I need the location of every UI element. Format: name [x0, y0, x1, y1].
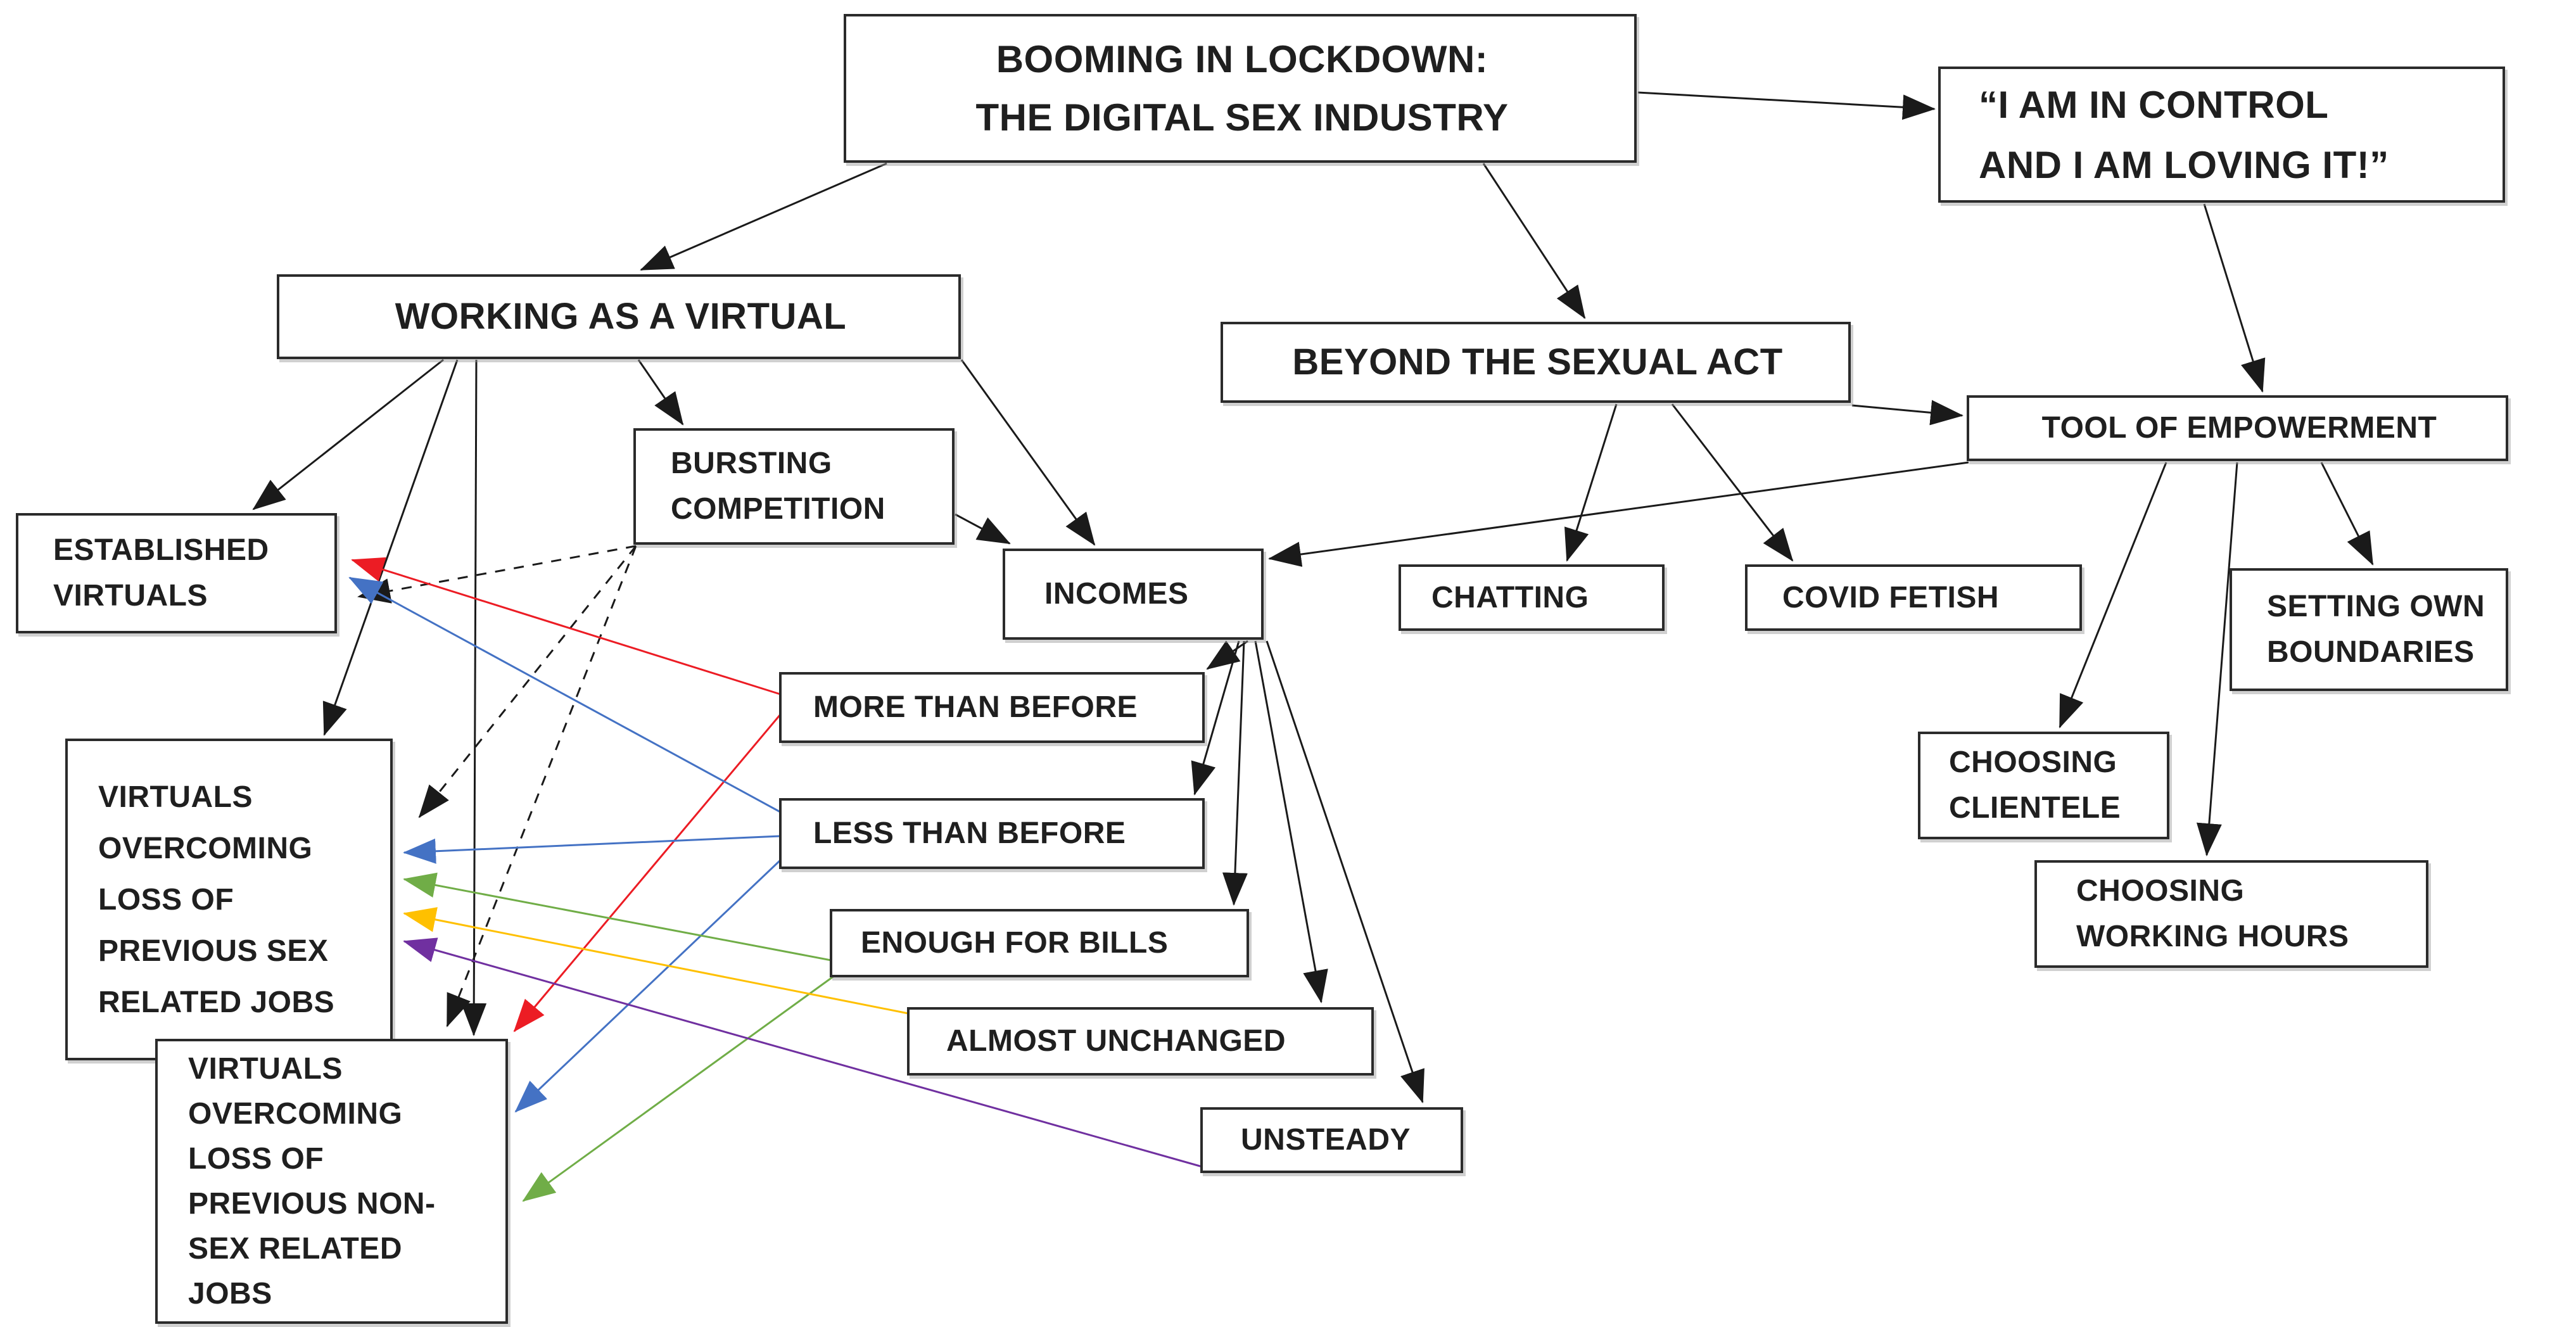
edge-bursting-to-nonsex	[446, 545, 637, 1027]
edge-bursting-to-incomes	[955, 513, 1011, 545]
node-nonsex-line-3: LOSS OF	[188, 1142, 324, 1176]
edge-bursting-to-established	[357, 545, 637, 604]
node-sexjobs-line-1: VIRTUALS	[98, 780, 253, 814]
node-nonsex-line-1: VIRTUALS	[188, 1052, 343, 1086]
node-nonsex-line-5: SEX RELATED	[188, 1232, 402, 1266]
node-nonsex-line-4: PREVIOUS NON-	[188, 1187, 436, 1221]
edge-working-to-established	[252, 359, 444, 511]
node-workhours-line-1: CHOOSING	[2076, 874, 2245, 908]
node-clientele: CHOOSING CLIENTELE	[1918, 732, 2169, 839]
node-tool: TOOL OF EMPOWERMENT	[1967, 395, 2508, 461]
edge-incomes-to-less	[1191, 640, 1240, 796]
node-beyond-line-1: BEYOND THE SEXUAL ACT	[1292, 341, 1783, 383]
node-setting: SETTING OWN BOUNDARIES	[2230, 568, 2508, 691]
node-bursting: BURSTING COMPETITION	[633, 428, 955, 545]
node-almost-line-1: ALMOST UNCHANGED	[946, 1024, 1286, 1058]
node-quote-line-2: AND I AM LOVING IT!”	[1979, 143, 2389, 186]
node-unsteady: UNSTEADY	[1200, 1107, 1463, 1173]
edge-title-to-quote	[1637, 91, 1936, 120]
node-bursting-line-1: BURSTING	[671, 447, 832, 480]
node-beyond: BEYOND THE SEXUAL ACT	[1221, 322, 1851, 403]
edge-more-to-nonsex	[513, 714, 782, 1032]
node-chatting: CHATTING	[1399, 564, 1665, 631]
node-covid-line-1: COVID FETISH	[1782, 580, 2000, 614]
node-title-line-1: BOOMING IN LOCKDOWN:	[996, 37, 1488, 80]
node-enough: ENOUGH FOR BILLS	[830, 909, 1249, 977]
edge-incomes-to-unsteady	[1266, 640, 1424, 1103]
node-nonsex-line-2: OVERCOMING	[188, 1097, 403, 1131]
edge-tool-to-workhours	[2196, 462, 2238, 856]
node-established-line-2: VIRTUALS	[53, 579, 208, 613]
node-chatting-line-1: CHATTING	[1431, 580, 1589, 614]
edge-incomes-to-almost	[1254, 640, 1328, 1003]
node-less-line-1: LESS THAN BEFORE	[813, 816, 1126, 850]
node-more: MORE THAN BEFORE	[779, 672, 1205, 743]
edge-tool-to-incomes	[1268, 461, 1969, 567]
node-unsteady-line-1: UNSTEADY	[1241, 1123, 1411, 1157]
node-quote: “I AM IN CONTROL AND I AM LOVING IT!”	[1938, 67, 2505, 203]
node-quote-line-1: “I AM IN CONTROL	[1979, 83, 2329, 126]
node-enough-line-1: ENOUGH FOR BILLS	[861, 926, 1169, 960]
node-established-line-1: ESTABLISHED	[53, 533, 269, 567]
node-tool-line-1: TOOL OF EMPOWERMENT	[2041, 411, 2437, 445]
node-sexjobs-line-5: RELATED JOBS	[98, 985, 335, 1019]
edge-title-to-working	[640, 162, 887, 271]
node-established: ESTABLISHED VIRTUALS	[16, 513, 337, 633]
edge-bursting-to-sexjobs	[418, 545, 637, 818]
edge-working-to-incomes	[960, 359, 1096, 546]
node-less: LESS THAN BEFORE	[779, 798, 1205, 869]
node-working: WORKING AS A VIRTUAL	[277, 274, 961, 359]
node-covid: COVID FETISH	[1745, 564, 2082, 631]
edge-unsteady-to-sexjobs	[403, 937, 1203, 1168]
node-workhours: CHOOSING WORKING HOURS	[2034, 860, 2428, 968]
edge-less-to-established	[348, 576, 781, 813]
node-workhours-line-2: WORKING HOURS	[2076, 920, 2349, 953]
edge-less-to-nonsex	[514, 859, 782, 1113]
edge-enough-to-nonsex	[522, 974, 835, 1202]
node-nonsex-line-6: JOBS	[188, 1277, 272, 1311]
edge-beyond-to-tool	[1851, 400, 1964, 426]
edge-beyond-to-covid	[1671, 403, 1794, 562]
node-incomes: INCOMES	[1003, 549, 1264, 640]
node-working-line-1: WORKING AS A VIRTUAL	[395, 296, 847, 337]
edge-less-to-sexjobs	[403, 835, 781, 864]
edge-working-to-nonsex	[461, 359, 487, 1036]
edge-incomes-to-enough	[1222, 640, 1248, 906]
node-nonsex: VIRTUALS OVERCOMING LOSS OF PREVIOUS NON- SE…	[155, 1039, 508, 1324]
edge-more-to-established	[351, 557, 781, 695]
node-setting-line-2: BOUNDARIES	[2267, 635, 2475, 669]
node-title-line-2: THE DIGITAL SEX INDUSTRY	[975, 96, 1509, 139]
edge-almost-to-sexjobs	[403, 907, 909, 1015]
node-sexjobs: VIRTUALS OVERCOMING LOSS OF PREVIOUS SEX REL…	[65, 739, 393, 1060]
node-title: BOOMING IN LOCKDOWN: THE DIGITAL SEX INDU…	[844, 14, 1637, 163]
node-setting-line-1: SETTING OWN	[2267, 590, 2485, 623]
edge-title-to-beyond	[1482, 163, 1586, 319]
edge-enough-to-sexjobs	[403, 872, 832, 962]
node-sexjobs-line-4: PREVIOUS SEX	[98, 934, 329, 968]
edge-tool-to-clientele	[2059, 462, 2167, 728]
edge-tool-to-setting	[2320, 462, 2374, 566]
node-more-line-1: MORE THAN BEFORE	[813, 690, 1138, 724]
edge-incomes-to-more	[1206, 640, 1248, 670]
edge-working-to-bursting	[637, 359, 684, 426]
node-almost: ALMOST UNCHANGED	[907, 1007, 1374, 1076]
node-incomes-line-1: INCOMES	[1044, 577, 1189, 611]
node-bursting-line-2: COMPETITION	[671, 492, 885, 526]
edge-working-to-sexjobs	[322, 359, 459, 736]
node-sexjobs-line-3: LOSS OF	[98, 882, 234, 917]
node-clientele-line-1: CHOOSING	[1949, 746, 2117, 779]
node-clientele-line-2: CLIENTELE	[1949, 791, 2121, 825]
edge-beyond-to-chatting	[1564, 403, 1618, 562]
edge-quote-to-tool	[2203, 203, 2266, 393]
node-sexjobs-line-2: OVERCOMING	[98, 831, 313, 865]
